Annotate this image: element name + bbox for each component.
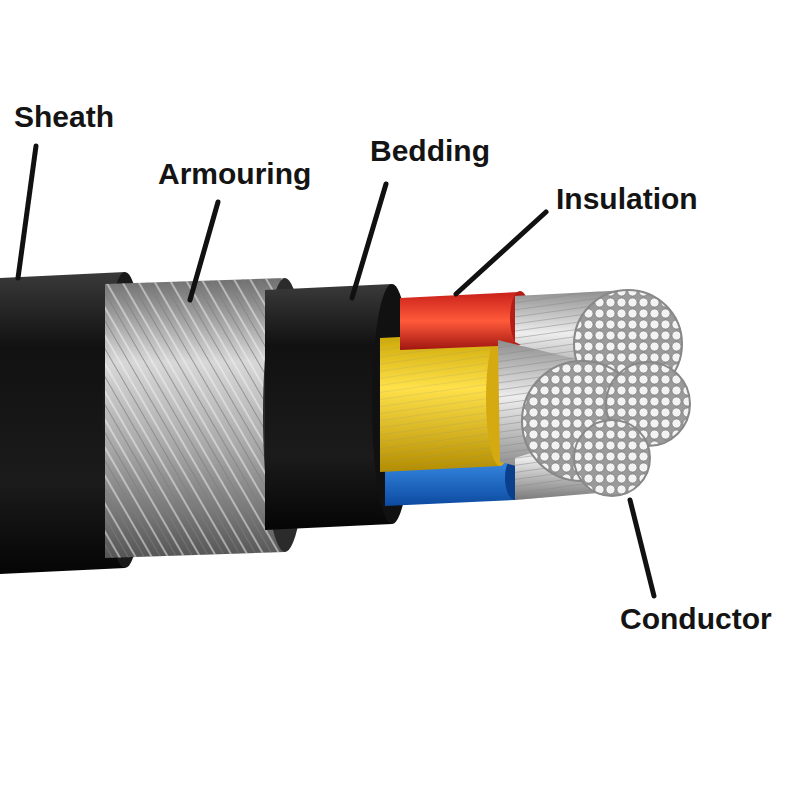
part-label: Armouring	[158, 157, 311, 190]
part-label: Sheath	[14, 100, 114, 133]
part-label: Bedding	[370, 134, 490, 167]
part-label: Insulation	[556, 182, 698, 215]
part-label: Conductor	[620, 602, 772, 635]
